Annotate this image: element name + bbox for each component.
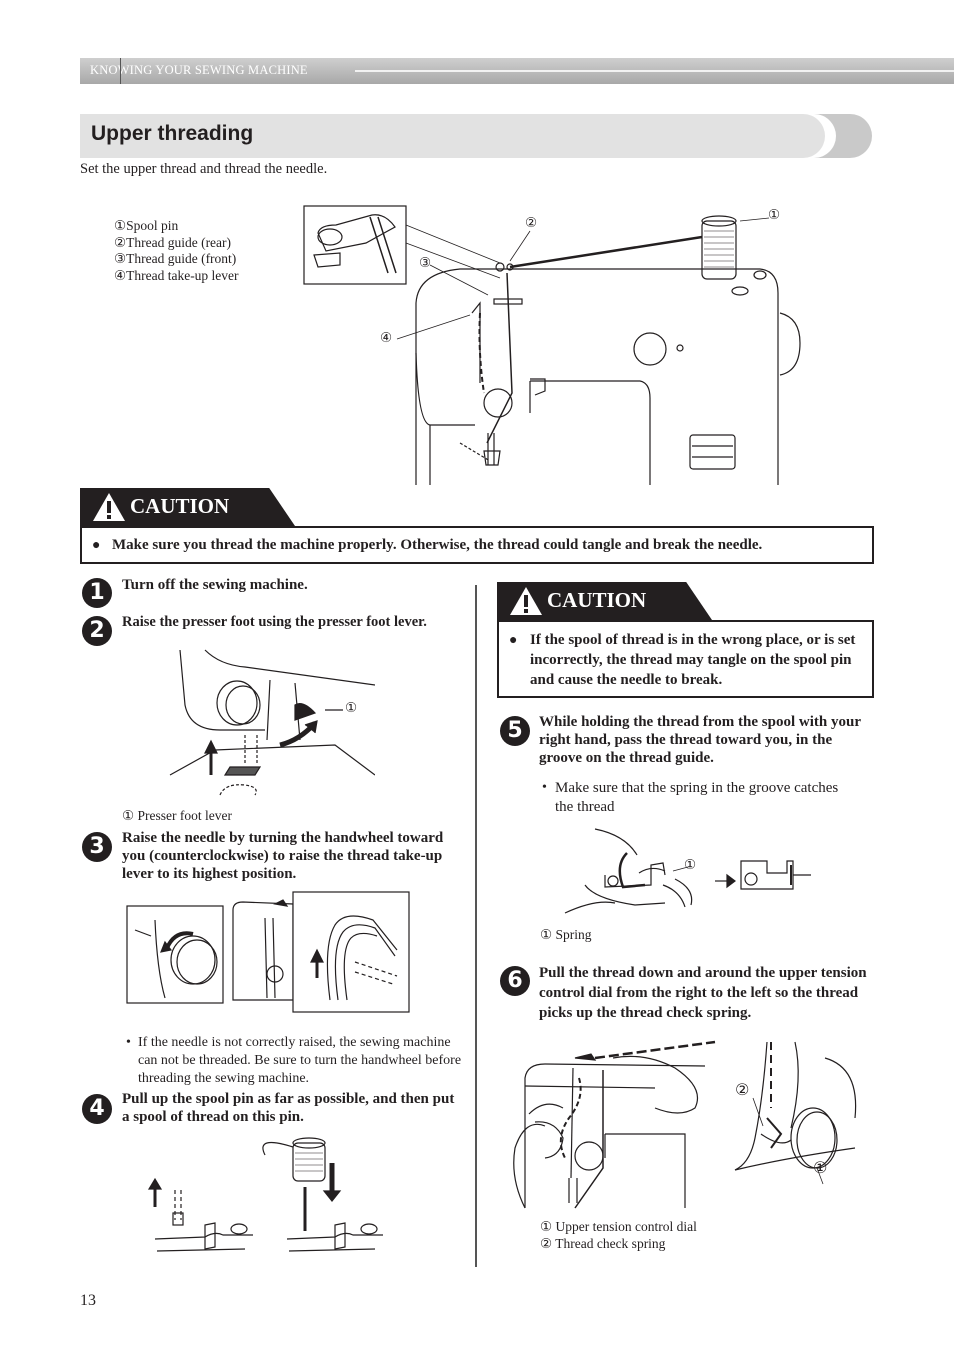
step-2-text: Raise the presser foot using the presser… [122,614,427,630]
caution-box-main: ● Make sure you thread the machine prope… [80,526,874,564]
legend-item: ②Thread guide (rear) [114,234,232,250]
bullet-icon: ● [92,536,101,552]
step-badge-2: 2 [82,616,112,646]
step-5-text: While holding the thread from the spool … [539,714,861,766]
presser-foot-illustration [169,649,375,796]
legend-item: ③Thread guide (front) [114,251,237,266]
step-badge-5: 5 [500,716,530,746]
callout-spring-1: ① [684,857,697,872]
caution-box-right: ● If the spool of thread is in the wrong… [497,620,874,698]
machine-threading-illustration [303,205,801,485]
legend-item: ①Spool pin [114,218,179,233]
caption-spring: ① Spring [540,927,592,942]
callout-2: ② [525,215,538,230]
callout-3: ③ [419,255,432,270]
caption-check-spring: ② Thread check spring [540,1236,666,1251]
thread-guide-spring-illustration [564,828,811,914]
caution-label: CAUTION [547,588,647,612]
step-1-text: Turn off the sewing machine. [122,577,308,593]
tension-dial-illustration [513,1040,857,1209]
page-title: Upper threading [91,122,254,145]
step-3-text: Raise the needle by turning the handwhee… [122,830,444,882]
top-legend: ①Spool pin ②Thread guide (rear) ③Thread … [114,218,239,284]
step-badge-1: 1 [82,578,112,608]
header-tick [120,58,121,84]
bullet-icon: ● [509,631,518,647]
callout-presser-1: ① [345,700,358,715]
step-badge-6: 6 [500,966,530,996]
legend-item: ④Thread take-up lever [114,267,239,283]
caution-label: CAUTION [130,494,230,518]
intro-text: Set the upper thread and thread the need… [80,161,328,177]
step-6-text: Pull the thread down and around the uppe… [539,965,867,1021]
step-badge-4: 4 [82,1094,112,1124]
bullet-dot: • [542,780,547,795]
caption-presser-foot: ① Presser foot lever [122,808,232,823]
caution-tab-main: CAUTION [80,488,295,526]
section-name: KNOWING YOUR SEWING MACHINE [90,63,308,77]
step-3-note: If the needle is not correctly raised, t… [138,1035,462,1086]
step-4-text: Pull up the spool pin as far as possible… [122,1091,455,1125]
caution-tab-right: CAUTION [497,582,712,620]
header-bar: KNOWING YOUR SEWING MACHINE [80,58,954,84]
page-number: 13 [80,1292,96,1309]
step-badge-3: 3 [82,832,112,862]
header-rule [355,70,954,72]
callout-4: ④ [380,330,393,345]
spool-pin-illustration [147,1137,383,1252]
handwheel-illustration [126,891,410,1013]
bullet-dot: • [126,1035,131,1050]
warning-icon [93,493,125,521]
callout-dial-1: ① [813,1158,828,1177]
step-5-note: Make sure that the spring in the groove … [555,780,839,815]
caption-dial: ① Upper tension control dial [540,1219,697,1234]
callout-dial-2: ② [735,1080,750,1099]
caution-right-text: If the spool of thread is in the wrong p… [530,632,856,688]
column-divider [475,585,477,1267]
callout-1: ① [768,207,781,222]
warning-icon [510,587,542,615]
caution-main-text: Make sure you thread the machine properl… [112,537,763,553]
title-band [80,114,825,158]
